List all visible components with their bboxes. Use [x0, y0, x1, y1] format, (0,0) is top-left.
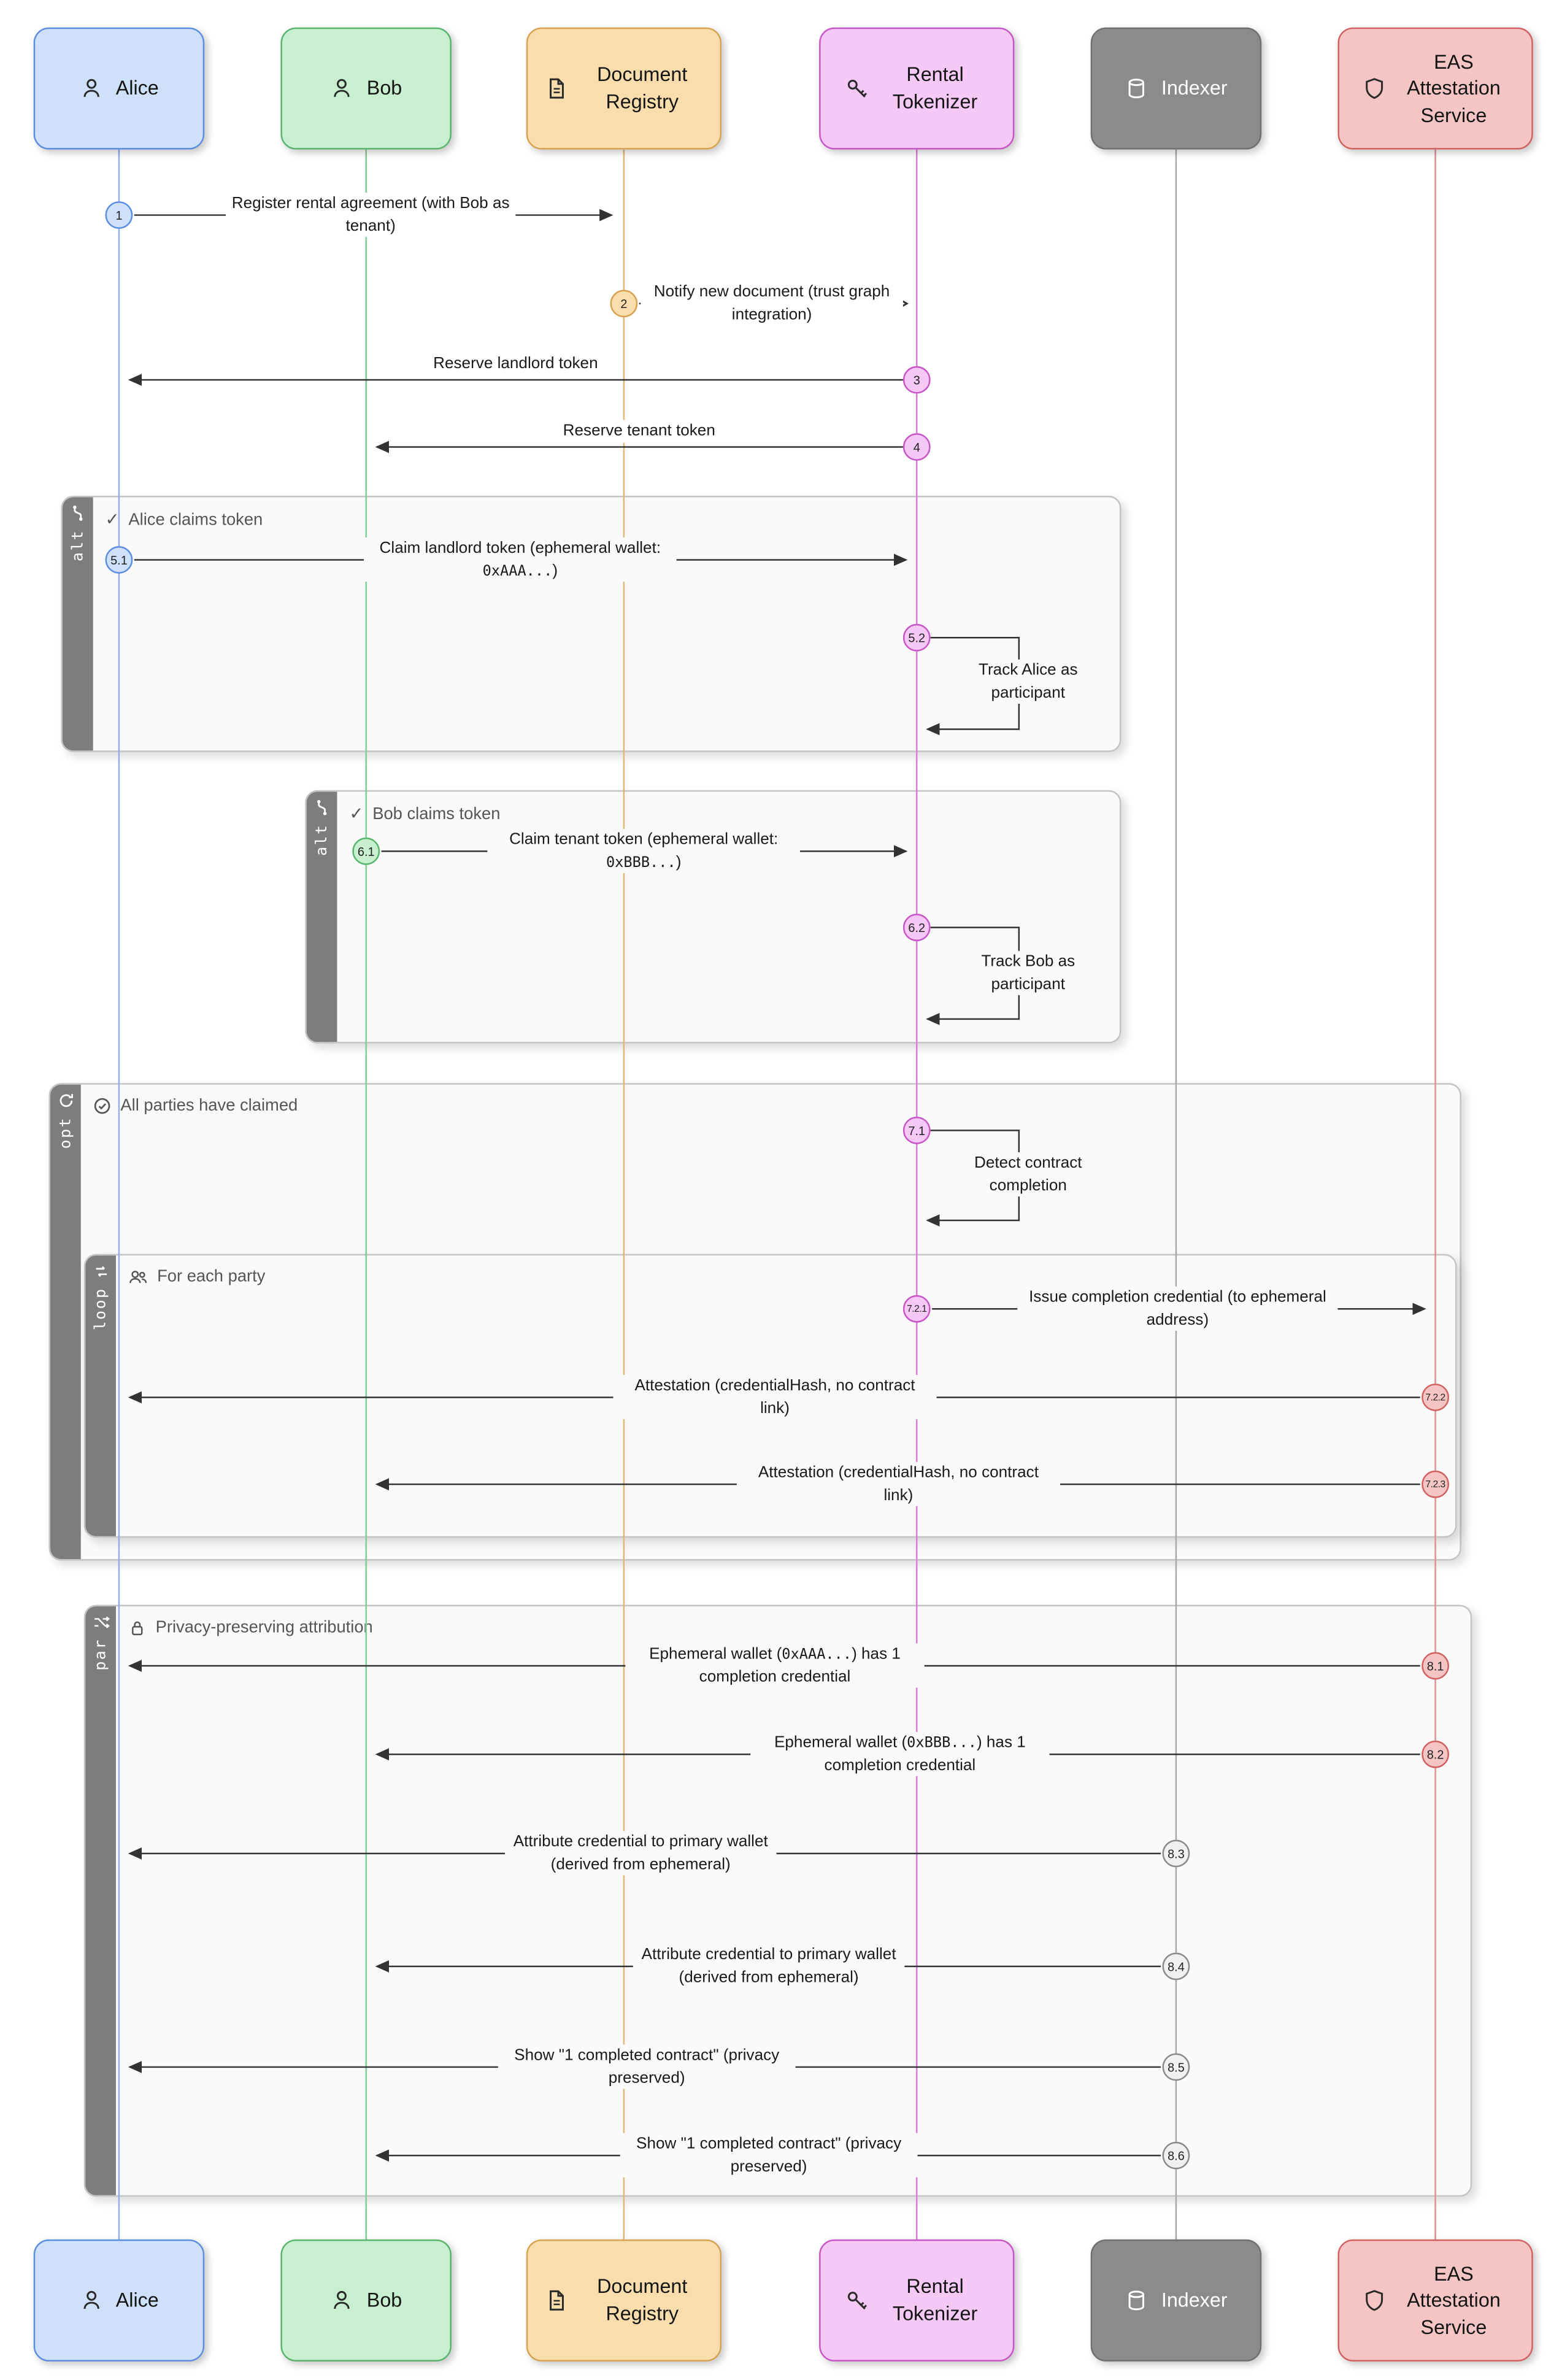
- actor-bob-bottom: Bob: [280, 2239, 452, 2362]
- loop-icon: [95, 1266, 106, 1277]
- branch-icon: [317, 799, 327, 815]
- actor-rental-tokenizer-bottom: Rental Tokenizer: [819, 2239, 1015, 2362]
- branch-icon: [73, 505, 83, 521]
- actor-label: Bob: [366, 2288, 402, 2312]
- message-label: Show "1 completed contract" (privacy pre…: [620, 2133, 918, 2178]
- message-label: Track Alice as participant: [952, 659, 1105, 704]
- message-number: 7.2.1: [902, 1295, 931, 1323]
- message-label: Attribute credential to primary wallet (…: [504, 1831, 777, 1876]
- actor-alice-top: Alice: [33, 27, 205, 150]
- message-label: Issue completion credential (to ephemera…: [1017, 1286, 1338, 1331]
- message-number: 6.2: [902, 914, 931, 942]
- actor-label: Document Registry: [597, 63, 688, 113]
- document-icon: [550, 78, 564, 99]
- message-label: Track Bob as participant: [952, 950, 1105, 996]
- actor-eas-bottom: EAS Attestation Service: [1337, 2239, 1533, 2362]
- message-label: Reserve landlord token: [428, 353, 603, 375]
- check-icon: ✓: [349, 805, 364, 824]
- message-label: Attribute credential to primary wallet (…: [633, 1944, 905, 1989]
- shield-icon: [1366, 78, 1383, 99]
- database-icon: [1129, 2290, 1145, 2311]
- message-number: 7.1: [902, 1116, 931, 1144]
- message-label: Register rental agreement (with Bob as t…: [225, 193, 516, 238]
- message-label: Attestation (credentialHash, no contract…: [736, 1462, 1060, 1507]
- message-label: Notify new document (trust graph integra…: [641, 281, 903, 326]
- message-number: 6.1: [352, 837, 380, 865]
- lock-icon: [132, 1621, 143, 1636]
- message-number: 8.6: [1162, 2141, 1190, 2170]
- message-number: 5.1: [105, 546, 133, 574]
- message-label: Ephemeral wallet (0xBBB...) has 1 comple…: [750, 1731, 1050, 1777]
- message-label: Attestation (credentialHash, no contract…: [613, 1374, 937, 1420]
- circle-check-icon: [94, 1098, 110, 1114]
- database-icon: [1129, 79, 1145, 99]
- message-number: 3: [902, 366, 931, 394]
- person-icon: [83, 2290, 99, 2309]
- block-title: For each party: [128, 1268, 266, 1286]
- block-title: All parties have claimed: [93, 1097, 298, 1115]
- message-number: 8.2: [1422, 1740, 1449, 1768]
- block-title-text: Bob claims token: [372, 804, 501, 823]
- block-title: Privacy-preserving attribution: [128, 1619, 373, 1637]
- message-number: 8.5: [1162, 2053, 1190, 2081]
- block-tab: alt: [306, 791, 337, 1042]
- actor-bob-top: Bob: [280, 27, 452, 150]
- person-icon: [334, 79, 350, 98]
- block-title: ✓ Alice claims token: [105, 509, 263, 530]
- message-number: 8.3: [1162, 1839, 1190, 1868]
- key-icon: [847, 2292, 868, 2310]
- par-block: par Privacy-preserving attribution: [83, 1604, 1472, 2197]
- key-icon: [847, 80, 868, 98]
- actor-label: EAS Attestation Service: [1407, 2262, 1501, 2338]
- people-icon: [129, 1271, 147, 1284]
- document-icon: [550, 2290, 564, 2311]
- block-title-text: Privacy-preserving attribution: [155, 1618, 373, 1637]
- message-label: Show "1 completed contract" (privacy pre…: [498, 2044, 796, 2090]
- message-label: Claim landlord token (ephemeral wallet: …: [363, 537, 677, 582]
- actor-eas-top: EAS Attestation Service: [1337, 27, 1533, 150]
- actor-label: Alice: [115, 2288, 159, 2312]
- message-number: 7.2.2: [1422, 1384, 1449, 1411]
- actor-label: Alice: [115, 76, 159, 100]
- actor-indexer-bottom: Indexer: [1090, 2239, 1262, 2362]
- message-number: 8.1: [1422, 1652, 1449, 1680]
- block-title: ✓ Bob claims token: [349, 804, 501, 824]
- actor-label: Document Registry: [597, 2275, 688, 2325]
- block-tab: par: [85, 1606, 116, 2195]
- person-icon: [83, 79, 99, 98]
- block-title-text: For each party: [157, 1268, 266, 1286]
- message-label: Ephemeral wallet (0xAAA...) has 1 comple…: [625, 1643, 925, 1689]
- message-number: 5.2: [902, 623, 931, 652]
- check-icon: ✓: [105, 510, 120, 530]
- block-title-text: All parties have claimed: [120, 1096, 298, 1115]
- message-label: Reserve tenant token: [558, 420, 720, 443]
- actor-alice-bottom: Alice: [33, 2239, 205, 2362]
- message-number: 7.2.3: [1422, 1470, 1449, 1498]
- actor-label: Rental Tokenizer: [892, 63, 978, 113]
- message-label: Claim tenant token (ephemeral wallet: 0x…: [487, 828, 801, 874]
- actor-document-registry-bottom: Document Registry: [526, 2239, 722, 2362]
- block-tab: opt: [50, 1084, 81, 1559]
- actor-label: Indexer: [1161, 76, 1228, 100]
- block-title-text: Alice claims token: [128, 510, 263, 529]
- message-number: 8.4: [1162, 1952, 1190, 1981]
- message-number: 1: [105, 201, 133, 229]
- message-label: Detect contract completion: [938, 1152, 1118, 1197]
- actor-label: Rental Tokenizer: [892, 2275, 978, 2325]
- shield-icon: [1366, 2290, 1383, 2311]
- message-number: 2: [610, 290, 638, 318]
- actor-indexer-top: Indexer: [1090, 27, 1262, 150]
- person-icon: [334, 2290, 350, 2309]
- message-number: 4: [902, 433, 931, 461]
- shuffle-icon: [93, 1616, 109, 1628]
- actor-rental-tokenizer-top: Rental Tokenizer: [819, 27, 1015, 150]
- block-tab: alt: [62, 497, 93, 751]
- actor-label: Indexer: [1161, 2288, 1228, 2312]
- actor-label: Bob: [366, 76, 402, 100]
- actor-label: EAS Attestation Service: [1407, 50, 1501, 126]
- block-tab: loop: [85, 1255, 116, 1536]
- refresh-icon: [59, 1094, 72, 1107]
- actor-document-registry-top: Document Registry: [526, 27, 722, 150]
